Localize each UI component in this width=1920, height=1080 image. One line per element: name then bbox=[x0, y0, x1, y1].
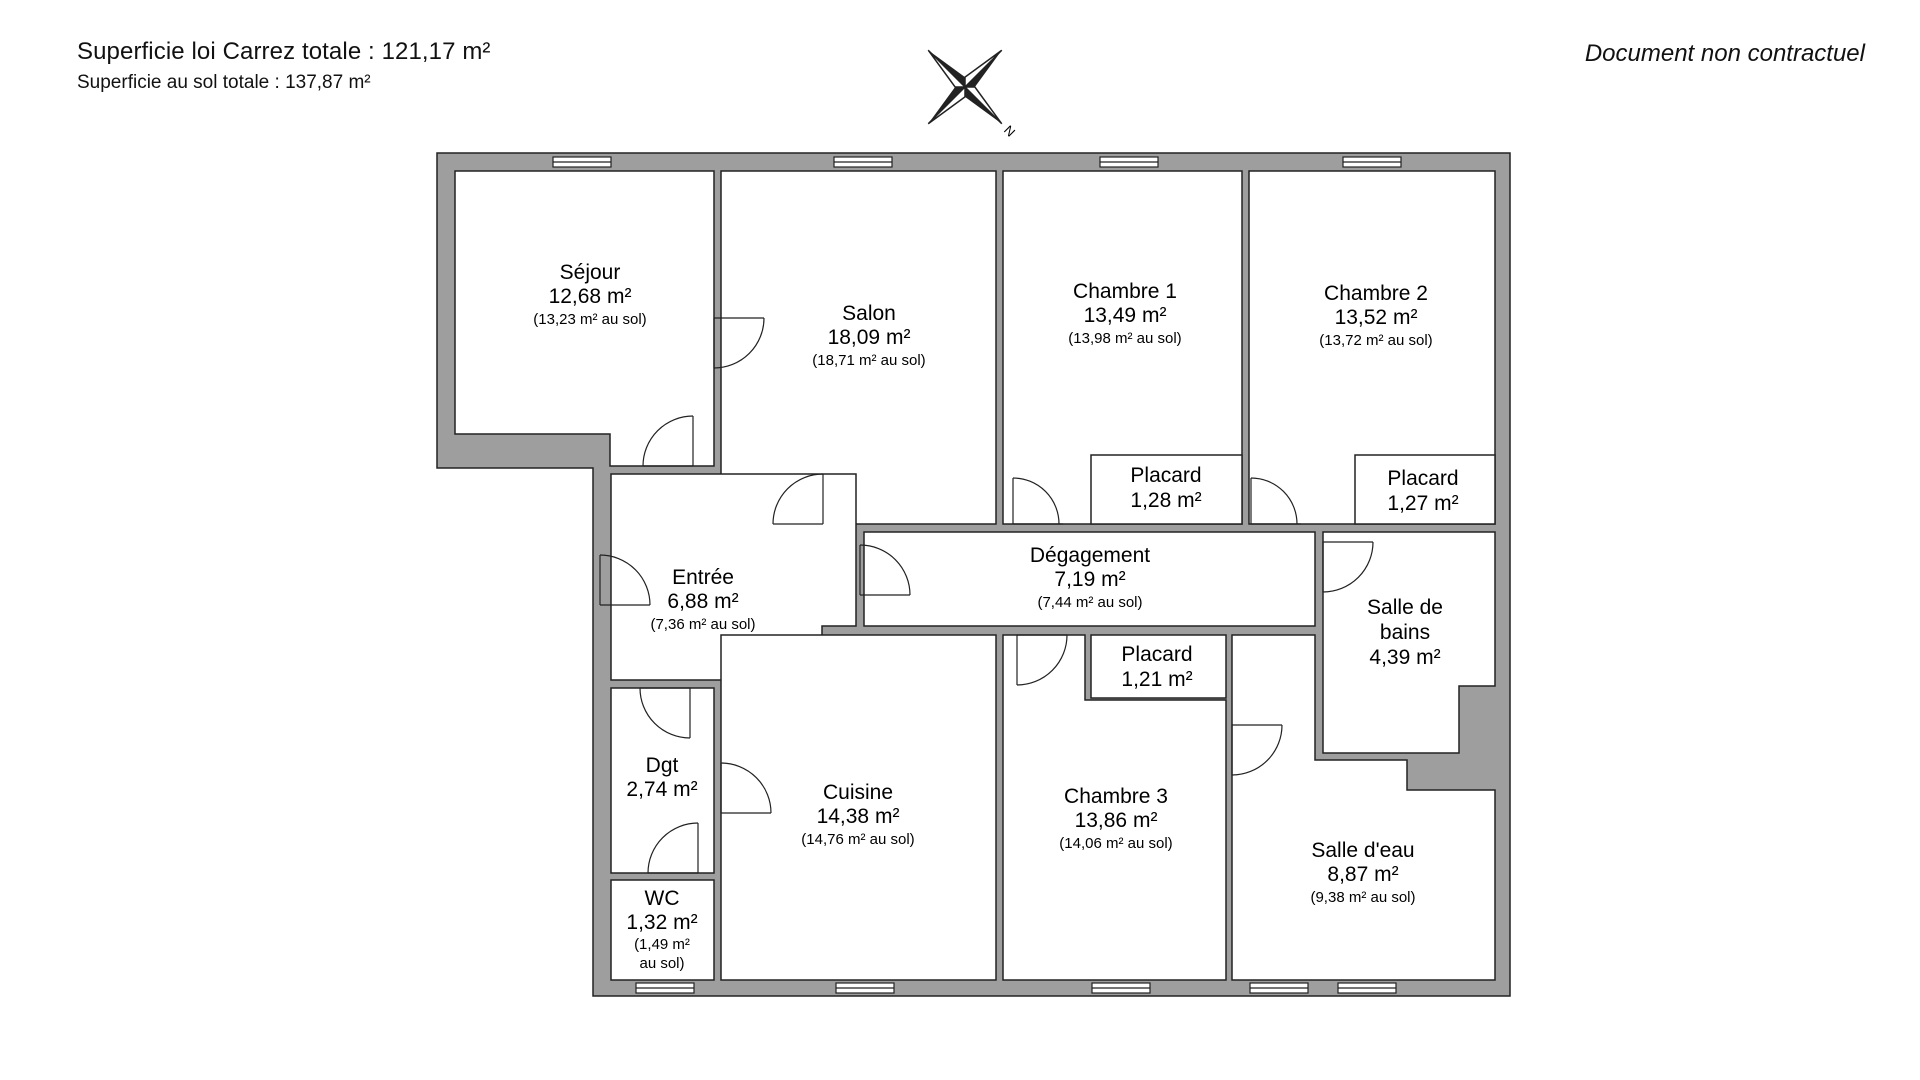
label-salle-de-bains-area: 4,39 m² bbox=[1369, 646, 1440, 669]
room-chambre-3 bbox=[1002, 634, 1227, 981]
label-placard-1-name: Placard bbox=[1130, 464, 1201, 487]
label-cuisine-sol: (14,76 m² au sol) bbox=[801, 831, 914, 848]
room-salon bbox=[720, 170, 997, 525]
door bbox=[713, 317, 765, 369]
label-salle-d-eau-sol: (9,38 m² au sol) bbox=[1310, 889, 1415, 906]
room-entree bbox=[610, 473, 857, 681]
label-wc-sol-1: (1,49 m² bbox=[634, 936, 690, 953]
compass-rose-icon bbox=[927, 49, 1003, 125]
room-placard-3 bbox=[1090, 634, 1227, 699]
window bbox=[1342, 156, 1402, 168]
door bbox=[1231, 724, 1283, 776]
total-carrez-area: Superficie loi Carrez totale : 121,17 m² bbox=[77, 38, 491, 65]
window bbox=[833, 156, 893, 168]
label-placard-2-area: 1,27 m² bbox=[1387, 492, 1458, 515]
room-placard-2 bbox=[1354, 454, 1496, 525]
label-salon-area: 18,09 m² bbox=[828, 326, 911, 349]
room-placard-1 bbox=[1090, 454, 1243, 525]
door bbox=[1016, 634, 1068, 686]
label-cuisine-name: Cuisine bbox=[823, 781, 893, 804]
label-dgt-name: Dgt bbox=[646, 754, 679, 777]
room-salle-d-eau bbox=[1231, 634, 1496, 981]
label-salle-de-bains-name-2: bains bbox=[1380, 621, 1430, 644]
label-placard-3-area: 1,21 m² bbox=[1121, 668, 1192, 691]
label-placard-3-name: Placard bbox=[1121, 643, 1192, 666]
windows bbox=[552, 156, 1402, 994]
label-chambre-3-name: Chambre 3 bbox=[1064, 785, 1168, 808]
label-salle-d-eau-name: Salle d'eau bbox=[1311, 839, 1414, 862]
door bbox=[647, 822, 699, 874]
label-entree-name: Entrée bbox=[672, 566, 734, 589]
label-chambre-2-sol: (13,72 m² au sol) bbox=[1319, 332, 1432, 349]
label-entree-sol: (7,36 m² au sol) bbox=[650, 616, 755, 633]
door bbox=[720, 762, 772, 814]
label-degagement-sol: (7,44 m² au sol) bbox=[1037, 594, 1142, 611]
label-salle-d-eau-area: 8,87 m² bbox=[1327, 863, 1398, 886]
door bbox=[772, 473, 824, 525]
label-wc-name: WC bbox=[645, 887, 680, 910]
label-sejour-sol: (13,23 m² au sol) bbox=[533, 311, 646, 328]
label-entree-area: 6,88 m² bbox=[667, 590, 738, 613]
window bbox=[635, 982, 695, 994]
label-chambre-3-sol: (14,06 m² au sol) bbox=[1059, 835, 1172, 852]
door bbox=[1322, 541, 1374, 593]
label-chambre-2-area: 13,52 m² bbox=[1335, 306, 1418, 329]
window bbox=[835, 982, 895, 994]
label-sejour-name: Séjour bbox=[560, 261, 621, 284]
label-cuisine-area: 14,38 m² bbox=[817, 805, 900, 828]
door bbox=[1012, 477, 1063, 525]
door bbox=[642, 415, 694, 467]
label-salon-sol: (18,71 m² au sol) bbox=[812, 352, 925, 369]
room-salle-de-bains bbox=[1322, 531, 1496, 754]
window bbox=[1091, 982, 1151, 994]
label-dgt-area: 2,74 m² bbox=[626, 778, 697, 801]
label-chambre-2-name: Chambre 2 bbox=[1324, 282, 1428, 305]
label-wc-area: 1,32 m² bbox=[626, 911, 697, 934]
compass-north-label: N bbox=[1001, 122, 1018, 139]
door bbox=[599, 554, 651, 606]
label-chambre-1-area: 13,49 m² bbox=[1084, 304, 1167, 327]
room-sejour bbox=[454, 170, 715, 467]
disclaimer: Document non contractuel bbox=[1584, 40, 1865, 67]
label-placard-2-name: Placard bbox=[1387, 467, 1458, 490]
label-wc-sol-2: au sol) bbox=[639, 955, 684, 972]
label-chambre-1-sol: (13,98 m² au sol) bbox=[1068, 330, 1181, 347]
label-placard-1-area: 1,28 m² bbox=[1130, 489, 1201, 512]
room-cuisine bbox=[720, 634, 997, 981]
label-sejour-area: 12,68 m² bbox=[549, 285, 632, 308]
room-degagement bbox=[863, 531, 1316, 627]
label-chambre-1-name: Chambre 1 bbox=[1073, 280, 1177, 303]
window bbox=[1337, 982, 1397, 994]
door bbox=[859, 544, 911, 596]
doors bbox=[599, 317, 1374, 874]
label-degagement-name: Dégagement bbox=[1030, 544, 1150, 567]
window bbox=[1249, 982, 1309, 994]
window bbox=[1099, 156, 1159, 168]
label-salon-name: Salon bbox=[842, 302, 896, 325]
label-salle-de-bains-name-1: Salle de bbox=[1367, 596, 1443, 619]
door bbox=[639, 687, 691, 739]
window bbox=[552, 156, 612, 168]
label-chambre-3-area: 13,86 m² bbox=[1075, 809, 1158, 832]
room-wc bbox=[610, 879, 715, 981]
room-dgt bbox=[610, 687, 715, 874]
door bbox=[1250, 477, 1301, 525]
rooms bbox=[454, 170, 1496, 981]
total-floor-area: Superficie au sol totale : 137,87 m² bbox=[77, 72, 371, 93]
label-degagement-area: 7,19 m² bbox=[1054, 568, 1125, 591]
room-labels: Séjour 12,68 m² (13,23 m² au sol) Salon … bbox=[533, 261, 1458, 972]
